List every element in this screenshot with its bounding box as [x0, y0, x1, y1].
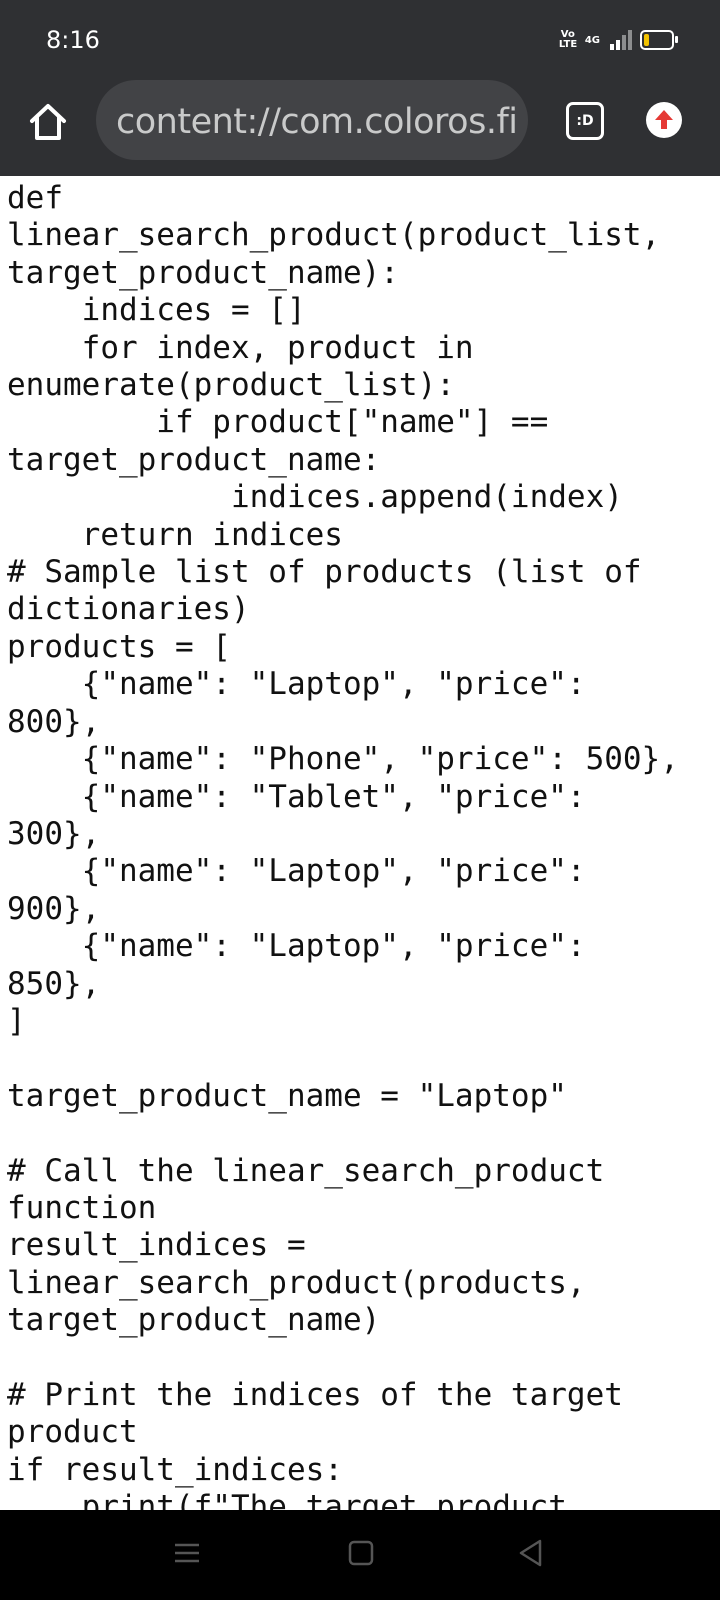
code-line: print(f"The target product	[7, 1489, 567, 1510]
code-line: # Sample list of products (list of	[7, 554, 642, 591]
home-icon[interactable]	[26, 100, 70, 144]
battery-icon	[640, 30, 678, 50]
code-line: 300},	[7, 815, 101, 852]
code-line: product	[7, 1414, 138, 1451]
code-line: 800},	[7, 703, 101, 740]
code-line: {"name": "Laptop", "price":	[7, 666, 586, 703]
code-line: indices = []	[7, 292, 306, 329]
code-line: for index, product in	[7, 329, 474, 366]
code-line: indices.append(index)	[7, 479, 623, 516]
url-text: content://com.coloros.fi	[116, 102, 518, 142]
code-line: 900},	[7, 890, 101, 927]
code-line: if result_indices:	[7, 1451, 343, 1488]
code-line: {"name": "Laptop", "price":	[7, 928, 586, 965]
code-line: {"name": "Laptop", "price":	[7, 853, 586, 890]
code-line: linear_search_product(product_list,	[7, 217, 661, 254]
code-line: dictionaries)	[7, 591, 250, 628]
code-line: result_indices =	[7, 1227, 306, 1264]
navigation-bar	[0, 1510, 720, 1600]
back-triangle-icon[interactable]	[516, 1538, 546, 1572]
menu-icon[interactable]	[172, 1538, 202, 1572]
code-line: target_product_name = "Laptop"	[7, 1077, 567, 1114]
code-line: ]	[7, 1002, 26, 1039]
code-line: linear_search_product(products,	[7, 1264, 586, 1301]
code-line: function	[7, 1189, 157, 1226]
upload-arrow-icon[interactable]	[646, 102, 682, 138]
tab-switcher-button[interactable]: :D	[566, 102, 604, 140]
network-type-label: 4G	[584, 34, 600, 46]
code-line: enumerate(product_list):	[7, 367, 455, 404]
code-line: products = [	[7, 628, 231, 665]
code-line: def	[7, 180, 63, 216]
signal-strength-icon	[610, 30, 632, 50]
code-line: if product["name"] ==	[7, 404, 549, 441]
code-line: # Call the linear_search_product	[7, 1152, 605, 1189]
code-line: return indices	[7, 516, 343, 553]
code-line: target_product_name):	[7, 254, 399, 291]
browser-toolbar: content://com.coloros.fi :D	[0, 80, 720, 176]
square-home-icon[interactable]	[346, 1538, 376, 1572]
code-text: def linear_search_product(product_list, …	[7, 180, 679, 1510]
code-line: {"name": "Tablet", "price":	[7, 778, 586, 815]
code-line: # Print the indices of the target	[7, 1377, 623, 1413]
battery-level-fill	[644, 34, 649, 46]
code-line: target_product_name:	[7, 441, 381, 478]
status-time: 8:16	[46, 26, 100, 54]
code-line: target_product_name)	[7, 1302, 381, 1339]
file-content-view[interactable]: def linear_search_product(product_list, …	[0, 176, 720, 1510]
url-bar[interactable]: content://com.coloros.fi	[96, 80, 528, 160]
code-line: {"name": "Phone", "price": 500},	[7, 741, 679, 778]
code-line: 850},	[7, 965, 101, 1002]
